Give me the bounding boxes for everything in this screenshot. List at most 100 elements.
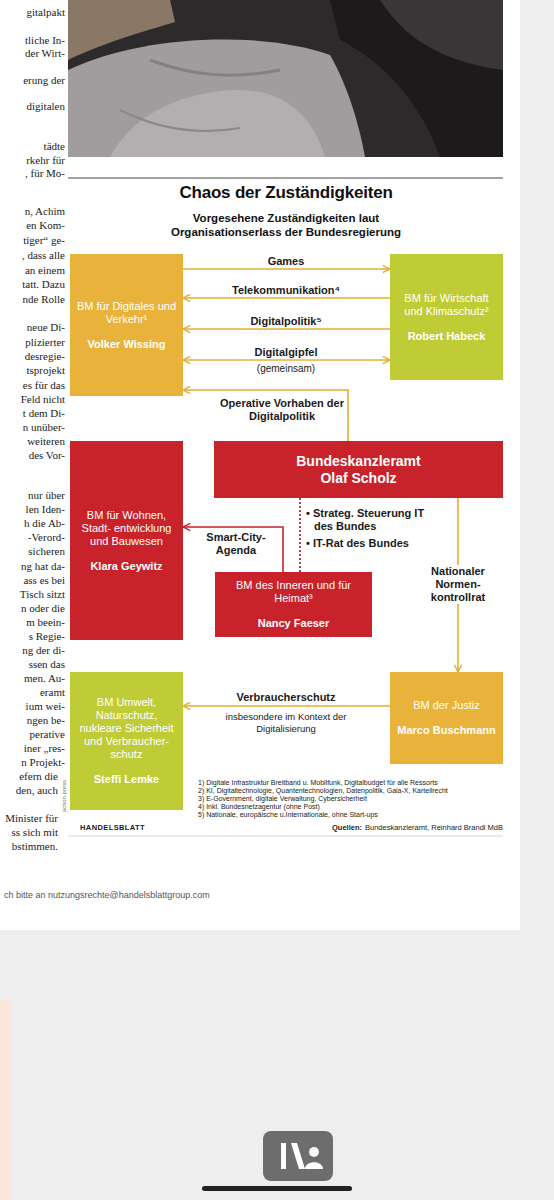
connector-arrow bbox=[183, 268, 390, 270]
article-text: erung der bbox=[2, 73, 65, 87]
article-text: es für das bbox=[2, 378, 65, 392]
diagram-subtitle: Vorgesehene Zuständigkeiten laut Organis… bbox=[136, 211, 436, 239]
article-text: gitalpakt bbox=[2, 5, 65, 19]
source-text: Bundeskanzleramt, Reinhard Brandl MdB bbox=[365, 823, 503, 832]
article-text: perative bbox=[2, 727, 65, 741]
footnote: 2) KI, Digitaltechnologie, Quantentechno… bbox=[198, 787, 503, 795]
article-text: desregie- bbox=[2, 349, 65, 363]
article-text: iner „res- bbox=[2, 741, 65, 755]
article-photo bbox=[68, 0, 503, 157]
connector-label: Games bbox=[266, 255, 307, 268]
ministry-name: BM für Wohnen, Stadt- entwicklung und Ba… bbox=[75, 509, 178, 548]
article-text: ngen be- bbox=[2, 713, 65, 727]
rights-notice: ch bitte an nutzungsrechte@handelsblattg… bbox=[4, 890, 210, 901]
bullet-item: • IT-Rat des Bundes bbox=[306, 537, 444, 550]
connector-arrow bbox=[183, 328, 390, 330]
top-rule bbox=[68, 178, 503, 179]
article-text: rkehr für bbox=[2, 153, 65, 167]
article-text: s Regie- bbox=[2, 629, 65, 643]
article-text: nur über bbox=[2, 488, 65, 502]
article-text: Feld nicht bbox=[2, 392, 65, 406]
minister-name: Volker Wissing bbox=[88, 338, 166, 351]
article-text: tiger“ ge- bbox=[2, 233, 65, 247]
article-text: tsprojekt bbox=[2, 363, 65, 377]
side-strip bbox=[0, 1000, 12, 1200]
ministry-box: BM für Wirtschaft und Klimaschutz² Robert… bbox=[390, 254, 503, 380]
article-text: ss sich mit bbox=[2, 825, 58, 839]
article-text: ssen das bbox=[2, 657, 65, 671]
newspaper-page bbox=[0, 0, 520, 930]
connector-label: Smart-City- Agenda bbox=[192, 531, 280, 557]
ministry-name: BM für Wirtschaft und Klimaschutz² bbox=[395, 292, 498, 318]
article-text: ium wei- bbox=[2, 699, 65, 713]
article-text: , für Mo- bbox=[2, 166, 65, 180]
connector-label: Telekommunikation⁴ bbox=[230, 284, 342, 297]
footnote: 4) Inkl. Bundesnetzagentur (ohne Post) bbox=[198, 803, 503, 811]
ministry-box: BM der JustizMarco Buschmann bbox=[390, 672, 503, 764]
connector-arrow bbox=[299, 498, 301, 572]
gallery-icon bbox=[263, 1131, 333, 1181]
article-text: m beein- bbox=[2, 615, 65, 629]
article-text: tädte bbox=[2, 139, 65, 153]
article-text: sicheren bbox=[2, 544, 65, 558]
connector-label: Nationaler Normen- kontrollrat bbox=[417, 565, 499, 604]
article-text: ng der di- bbox=[2, 643, 65, 657]
ministry-name: BM für Digitales und Verkehr¹ bbox=[75, 300, 178, 326]
minister-name: Marco Buschmann bbox=[397, 724, 495, 737]
footnote: 3) E-Government, digitale Verwaltung, Cy… bbox=[198, 795, 503, 803]
ministry-box: BM für Digitales und Verkehr¹ Volker Wiss… bbox=[70, 254, 183, 396]
ministry-name: BM der Justiz bbox=[413, 699, 480, 712]
article-text: ng hat da- bbox=[2, 559, 65, 573]
minister-name: Steffi Lemke bbox=[94, 773, 159, 786]
article-text: efern die bbox=[2, 769, 58, 783]
article-text: len Iden- bbox=[2, 502, 65, 516]
minister-name: Nancy Faeser bbox=[258, 617, 330, 630]
article-text: men. Au- bbox=[2, 671, 65, 685]
connector-label: Digitalpolitik⁵ bbox=[248, 315, 323, 328]
article-text: tliche In- bbox=[2, 33, 65, 47]
ministry-box: BM Umwelt, Naturschutz, nukleare Sicherh… bbox=[70, 672, 183, 810]
article-text: tatt. Dazu bbox=[2, 277, 65, 291]
article-text: Tisch sitzt bbox=[2, 587, 65, 601]
bottom-rule bbox=[68, 836, 503, 837]
connector-label: • Strateg. Steuerung IT des Bundes bbox=[306, 507, 444, 533]
ministry-name: Bundeskanzleramt bbox=[296, 453, 420, 470]
article-text: n oder die bbox=[2, 601, 65, 615]
article-text: an einem bbox=[2, 263, 65, 277]
minister-name: Robert Habeck bbox=[408, 330, 486, 343]
connector-label: Verbraucherschutz bbox=[234, 691, 337, 704]
source-heading: Quellen: bbox=[332, 823, 362, 832]
connector-arrow bbox=[183, 297, 390, 299]
article-text: den, auch bbox=[2, 783, 58, 797]
article-text: t dem Di- bbox=[2, 406, 65, 420]
ministry-name: BM Umwelt, Naturschutz, nukleare Sicherh… bbox=[75, 696, 178, 761]
footnote: 5) Nationale, europäische u.Internationa… bbox=[198, 811, 503, 819]
home-indicator bbox=[202, 1186, 352, 1191]
article-text: -Verord- bbox=[2, 530, 65, 544]
minister-name: Olaf Scholz bbox=[320, 470, 396, 487]
article-text: , dass alle bbox=[2, 248, 65, 262]
article-text: n Projekt- bbox=[2, 755, 65, 769]
edge-note: insbesondere im Kontext der Digitalisier… bbox=[211, 711, 361, 735]
article-text: eramt bbox=[2, 685, 65, 699]
connector-arrow bbox=[183, 705, 390, 707]
ministry-box: BM für Wohnen, Stadt- entwicklung und Ba… bbox=[70, 441, 183, 640]
article-text: Minister für bbox=[2, 811, 58, 825]
ministry-box: BM des Inneren und für Heimat³ Nancy Faes… bbox=[215, 572, 372, 637]
connector-label: Operative Vorhaben der Digitalpolitik bbox=[218, 397, 346, 423]
article-text: des Vor- bbox=[2, 448, 65, 462]
article-text: ass es bei bbox=[2, 573, 65, 587]
article-text: digitalen bbox=[2, 99, 65, 113]
article-text: der Wirt- bbox=[2, 46, 65, 60]
article-text: neue Di- bbox=[2, 320, 65, 334]
photo-credit: action press bbox=[61, 780, 68, 812]
minister-name: Klara Geywitz bbox=[90, 560, 162, 573]
edge-note: (gemeinsam) bbox=[257, 363, 315, 375]
connector-label: Digitalgipfel bbox=[253, 346, 320, 359]
ministry-name: BM des Inneren und für Heimat³ bbox=[220, 579, 367, 605]
article-text: weiteren bbox=[2, 434, 65, 448]
article-text: en Kom- bbox=[2, 218, 65, 232]
article-text: n, Achim bbox=[2, 204, 65, 218]
publisher-name: HANDELSBLATT bbox=[80, 823, 145, 832]
